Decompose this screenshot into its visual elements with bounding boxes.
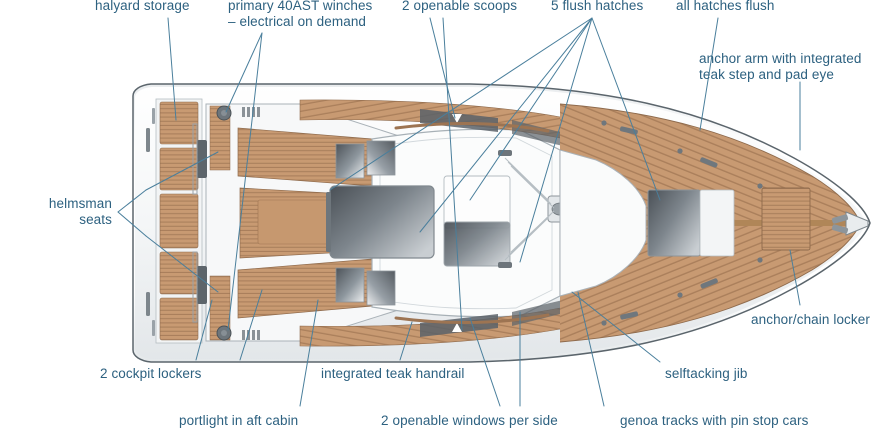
teak-handrail-port [394,121,550,133]
rope-clutches [242,107,260,340]
anchor-locker-hatch [761,187,811,251]
teak-handrail-starboard [394,313,550,325]
flush-hatch-forward [443,175,511,267]
label-openable-windows: 2 openable windows per side [381,413,558,428]
label-portlight-aft-cabin: portlight in aft cabin [179,413,299,428]
label-anchor-chain-locker: anchor/chain locker [751,312,870,327]
label-helmsman-seats: helmsman seats [48,196,112,227]
winch-starboard [216,325,232,341]
label-flush-hatches: 5 flush hatches [551,0,644,13]
forward-flush-hatch [647,189,735,257]
label-selftacking-jib: selftacking jib [665,366,748,381]
label-openable-scoops: 2 openable scoops [402,0,518,13]
deck-cleats [601,120,763,326]
leader-lines [117,17,801,407]
label-primary-winches: primary 40AST winches – electrical on de… [228,0,373,29]
companionway-hatch [326,185,435,259]
winch-port [216,105,232,121]
cabin-windows [335,140,396,306]
label-teak-handrail: integrated teak handrail [321,366,465,381]
stern-bathing-platform [146,98,203,344]
label-halyard-storage: halyard storage [95,0,190,13]
label-cockpit-lockers: 2 cockpit lockers [100,366,202,381]
label-anchor-arm: anchor arm with integrated teak step and… [699,51,862,82]
label-genoa-tracks: genoa tracks with pin stop cars [620,413,809,428]
label-all-hatches-flush: all hatches flush [676,0,775,13]
anchor-arm [831,211,869,236]
locker-hinges [192,123,207,323]
